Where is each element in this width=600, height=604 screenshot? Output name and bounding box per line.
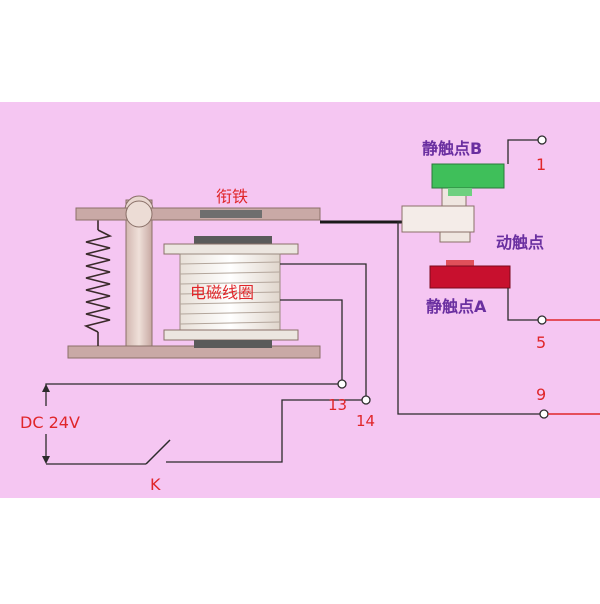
terminal-14-node xyxy=(361,395,371,405)
switch-wire-right xyxy=(166,399,362,463)
terminal-13-label: 13 xyxy=(328,396,347,414)
coil-lead-13 xyxy=(280,299,343,380)
terminal-1-node xyxy=(537,135,547,145)
switch-blade xyxy=(145,439,171,465)
coil xyxy=(163,236,299,348)
coil-lead-14 xyxy=(280,263,367,396)
terminal-9-node xyxy=(539,409,549,419)
terminal-13-node xyxy=(337,379,347,389)
terminal-1-label: 1 xyxy=(536,155,546,174)
terminal-9-label: 9 xyxy=(536,385,546,404)
spring xyxy=(83,220,113,346)
static-contact-a-label: 静触点A xyxy=(426,297,487,316)
moving-contact xyxy=(401,187,475,243)
terminal-5-wire xyxy=(507,288,540,321)
armature-bar xyxy=(75,207,321,221)
terminal-14-label: 14 xyxy=(356,412,375,430)
terminal-5-node xyxy=(537,315,547,325)
moving-contact-label: 动触点 xyxy=(496,233,544,252)
static-contact-b xyxy=(431,163,505,196)
supply-arrowhead-up xyxy=(42,384,50,392)
supply-label: DC 24V xyxy=(20,413,80,432)
supply-arrowhead-down xyxy=(42,456,50,464)
switch-label: K xyxy=(150,475,161,494)
coil-label: 电磁线圈 xyxy=(190,283,254,302)
pivot-cap xyxy=(125,200,153,228)
terminal-5-label: 5 xyxy=(536,333,546,352)
static-contact-a xyxy=(429,260,511,289)
terminal-1-wire xyxy=(507,139,540,164)
terminal-9-wire xyxy=(397,221,540,415)
armature-label: 衔铁 xyxy=(216,187,248,206)
armature-iron xyxy=(200,210,262,218)
static-contact-b-label: 静触点B xyxy=(422,139,482,158)
